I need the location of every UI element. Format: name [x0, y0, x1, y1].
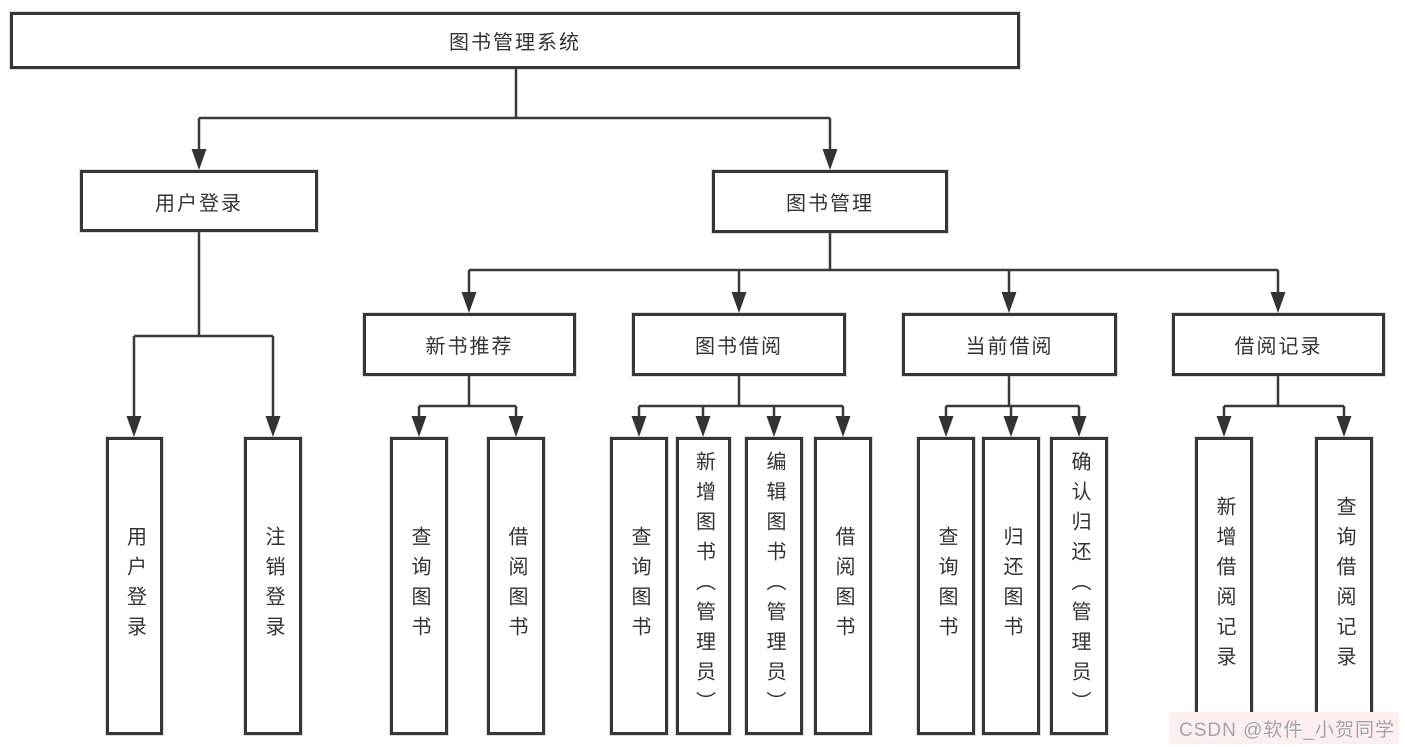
arrow-down-icon [461, 292, 477, 313]
arrow-down-icon [191, 149, 207, 170]
arrow-down-icon [938, 416, 954, 437]
node-user-login-branch: 用户登录 [80, 170, 318, 232]
arrow-down-icon [411, 416, 427, 437]
leaf-nbr-query-books: 查询图书 [390, 437, 448, 735]
leaf-cb-return-books: 归还图书 [982, 437, 1040, 735]
node-book-management-branch: 图书管理 [712, 170, 948, 233]
arrowhead-icons [126, 149, 1352, 437]
arrow-down-icon [265, 416, 281, 437]
arrow-down-icon [126, 416, 142, 437]
arrow-down-icon [766, 416, 782, 437]
arrow-down-icon [822, 149, 838, 170]
leaf-user-login: 用户登录 [106, 437, 163, 735]
arrow-down-icon [731, 292, 747, 313]
csdn-watermark: CSDN @软件_小贺同学 [1169, 712, 1399, 744]
leaf-br-add-record: 新增借阅记录 [1195, 437, 1253, 735]
leaf-bb-edit-books-admin: 编辑图书（管理员） [745, 437, 803, 735]
arrow-down-icon [1003, 416, 1019, 437]
arrow-down-icon [1270, 292, 1286, 313]
leaf-bb-borrow-books: 借阅图书 [814, 437, 872, 735]
node-current-borrow: 当前借阅 [902, 313, 1117, 376]
node-root: 图书管理系统 [10, 12, 1020, 69]
arrow-down-icon [508, 416, 524, 437]
arrow-down-icon [1216, 416, 1232, 437]
arrow-down-icon [835, 416, 851, 437]
arrow-down-icon [695, 416, 711, 437]
arrow-down-icon [1001, 292, 1017, 313]
leaf-cb-confirm-return-admin: 确认归还（管理员） [1050, 437, 1108, 735]
arrow-down-icon [1336, 416, 1352, 437]
arrow-down-icon [1071, 416, 1087, 437]
tree-edges [132, 69, 1346, 420]
leaf-logout: 注销登录 [244, 437, 302, 735]
leaf-nbr-borrow-books: 借阅图书 [487, 437, 545, 735]
leaf-bb-query-books: 查询图书 [610, 437, 668, 735]
arrow-down-icon [631, 416, 647, 437]
leaf-cb-query-books: 查询图书 [917, 437, 975, 735]
node-book-borrow: 图书借阅 [632, 313, 846, 376]
node-new-book-recommend: 新书推荐 [363, 313, 576, 376]
leaf-bb-add-books-admin: 新增图书（管理员） [676, 437, 731, 735]
node-borrow-record: 借阅记录 [1172, 313, 1385, 376]
leaf-br-query-record: 查询借阅记录 [1315, 437, 1373, 735]
